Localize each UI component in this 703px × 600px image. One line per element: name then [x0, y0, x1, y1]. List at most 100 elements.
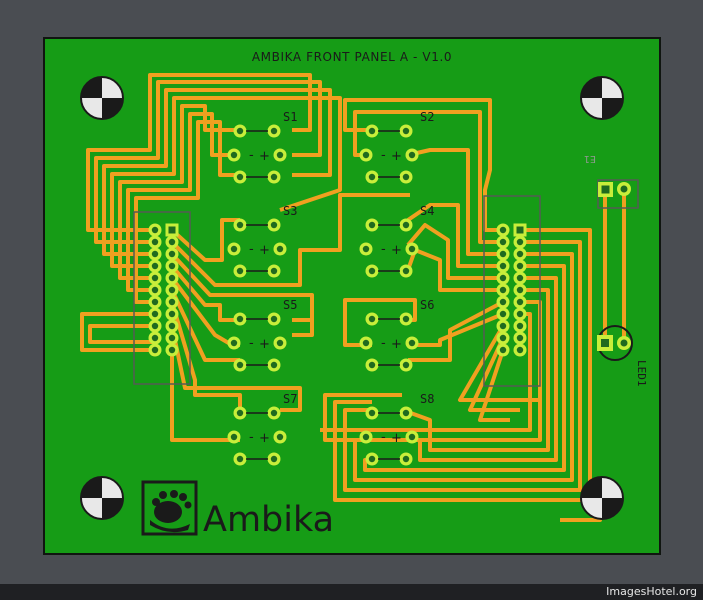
switch-pad-hole: [368, 409, 376, 417]
fiducial-quadrant: [581, 477, 602, 498]
header-pad-hole: [516, 310, 524, 318]
switch-pad-hole: [402, 361, 410, 369]
fiducial-quadrant: [602, 498, 623, 519]
switch-pad-hole: [368, 455, 376, 463]
switch-pad-hole: [402, 315, 410, 323]
header-pad-hole: [151, 250, 159, 258]
switch-pad-hole: [368, 221, 376, 229]
switch-plus-mark: +: [259, 337, 270, 352]
header-pad-hole: [499, 226, 507, 234]
header-pad-hole: [168, 298, 176, 306]
header-pad-hole: [151, 238, 159, 246]
watermark-text: ImagesHotel.org: [606, 585, 697, 598]
switch-pad-hole: [276, 245, 284, 253]
image-footer-bar: ImagesHotel.org: [0, 584, 703, 600]
e1-label: E1: [584, 153, 596, 164]
switch-plus-mark: +: [391, 431, 402, 446]
header-pad-square-hole: [516, 226, 524, 234]
header-pad-hole: [168, 310, 176, 318]
header-pad-hole: [499, 298, 507, 306]
switch-pad-hole: [230, 151, 238, 159]
switch-label: S5: [283, 298, 297, 312]
header-pad-hole: [516, 262, 524, 270]
switch-label: S1: [283, 110, 297, 124]
header-pad-hole: [499, 334, 507, 342]
fiducial-quadrant: [102, 98, 123, 119]
header-pad-hole: [499, 310, 507, 318]
header-pad-hole: [516, 346, 524, 354]
switch-pad-hole: [230, 339, 238, 347]
switch-minus-mark: -: [249, 430, 254, 445]
header-pad-hole: [151, 346, 159, 354]
header-pad-hole: [168, 346, 176, 354]
switch-pad-hole: [368, 173, 376, 181]
board-title: AMBIKA FRONT PANEL A - V1.0: [252, 50, 452, 64]
header-pad-hole: [516, 274, 524, 282]
logo-frame: [141, 480, 198, 536]
header-pad-hole: [499, 286, 507, 294]
header-pad-hole: [168, 262, 176, 270]
header-pad-hole: [168, 334, 176, 342]
fiducial-quadrant: [102, 498, 123, 519]
switch-label: S3: [283, 204, 297, 218]
switch-minus-mark: -: [381, 148, 386, 163]
header-pad-hole: [151, 322, 159, 330]
copper-traces: [80, 73, 626, 522]
switch-pad-hole: [270, 221, 278, 229]
logo-peacock-icon: [150, 490, 192, 533]
switch-pad-hole: [230, 245, 238, 253]
header-pad-hole: [516, 286, 524, 294]
switch-minus-mark: -: [381, 336, 386, 351]
header-pad-square-hole: [168, 226, 176, 234]
fiducial-quadrant: [581, 77, 602, 98]
e1-pads: [598, 182, 631, 197]
switch-label: S8: [420, 392, 434, 406]
switch-label: S4: [420, 204, 434, 218]
switch-minus-mark: -: [381, 430, 386, 445]
header-pad-hole: [151, 334, 159, 342]
switch-pad-hole: [362, 245, 370, 253]
switch-pad-hole: [236, 409, 244, 417]
fiducial-quadrant: [81, 477, 102, 498]
switch-plus-mark: +: [391, 149, 402, 164]
switch-pad-hole: [236, 267, 244, 275]
header-pad-hole: [499, 322, 507, 330]
switch-pad-hole: [402, 455, 410, 463]
header-pad-hole: [516, 322, 524, 330]
switch-pad-hole: [276, 151, 284, 159]
switch-pad-hole: [276, 433, 284, 441]
switch-pad-hole: [402, 267, 410, 275]
switch-minus-mark: -: [249, 148, 254, 163]
header-pad-hole: [168, 250, 176, 258]
header-pad-hole: [151, 262, 159, 270]
switch-pad-hole: [362, 151, 370, 159]
header-pad-hole: [151, 274, 159, 282]
ambika-logo: Ambika: [141, 480, 334, 540]
header-pad-hole: [168, 286, 176, 294]
switch-pad-hole: [402, 409, 410, 417]
header-pad-hole: [499, 250, 507, 258]
switch-pad-hole: [362, 339, 370, 347]
fiducial-quadrant: [602, 98, 623, 119]
switch-pad-hole: [270, 267, 278, 275]
header-pad-hole: [499, 238, 507, 246]
header-pad-hole: [499, 274, 507, 282]
switch-plus-mark: +: [391, 243, 402, 258]
fiducials: [80, 76, 624, 520]
switch-minus-mark: -: [381, 242, 386, 257]
led-footprint: [597, 325, 633, 361]
switch-pad-hole: [236, 221, 244, 229]
switch-pad-hole: [270, 173, 278, 181]
header-pad-hole: [168, 238, 176, 246]
header-pad-hole: [499, 262, 507, 270]
switch-pad-hole: [236, 127, 244, 135]
switch-pad-hole: [408, 245, 416, 253]
switch-plus-mark: +: [391, 337, 402, 352]
switch-pad-hole: [402, 221, 410, 229]
switch-pad-hole: [230, 433, 238, 441]
switch-minus-mark: -: [249, 242, 254, 257]
switch-plus-mark: +: [259, 431, 270, 446]
switch-pad-hole: [402, 173, 410, 181]
switch-pad-hole: [270, 361, 278, 369]
switch-pad-hole: [408, 433, 416, 441]
